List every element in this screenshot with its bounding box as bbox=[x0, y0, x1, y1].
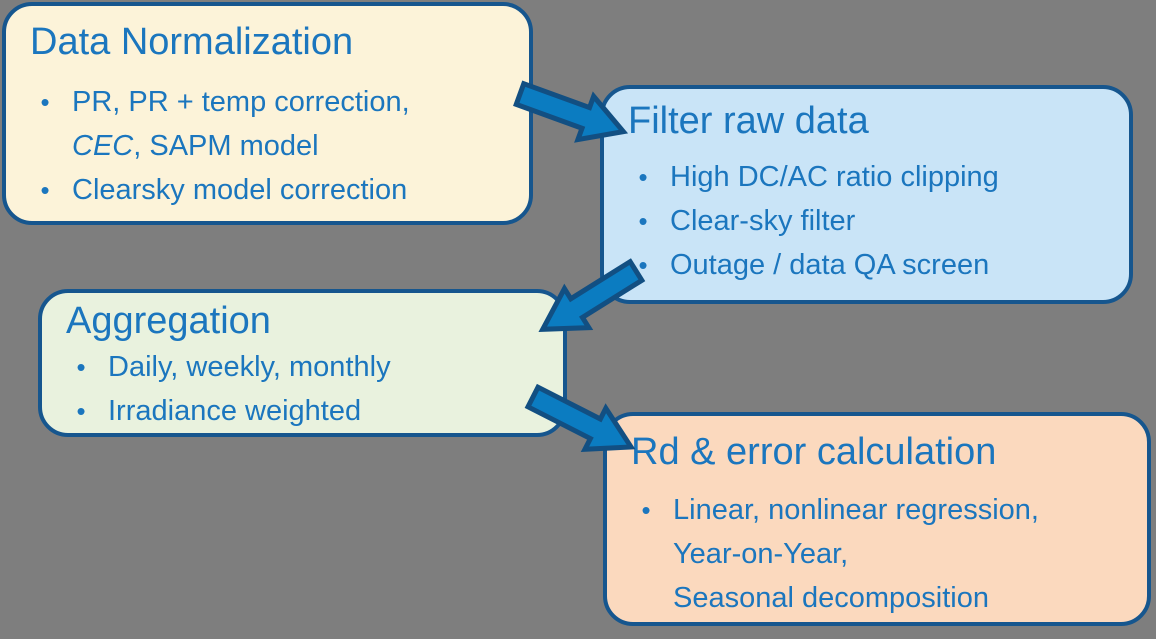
bullet-dot: • bbox=[40, 175, 50, 205]
bullet-line: Outage / data QA screen bbox=[670, 249, 990, 281]
box-data-normalization: Data Normalization • PR, PR + temp corre… bbox=[2, 2, 533, 225]
bullet-list: • Daily, weekly, monthly • Irradiance we… bbox=[42, 345, 563, 433]
bullet-dot: • bbox=[638, 206, 648, 236]
bullet-text: High DC/AC ratio clipping bbox=[670, 155, 999, 199]
bullet-line: Clearsky model correction bbox=[72, 174, 408, 206]
box-title: Aggregation bbox=[66, 300, 271, 342]
bullet-item: • Outage / data QA screen bbox=[604, 243, 1129, 287]
box-title: Filter raw data bbox=[628, 100, 869, 142]
bullet-dot: • bbox=[638, 250, 648, 280]
bullet-line: Irradiance weighted bbox=[108, 395, 362, 427]
bullet-list: • High DC/AC ratio clipping • Clear-sky … bbox=[604, 155, 1129, 287]
bullet-list: • Linear, nonlinear regression, Year-on-Y… bbox=[607, 488, 1147, 620]
box-rd-error-calculation: Rd & error calculation • Linear, nonline… bbox=[603, 412, 1151, 626]
bullet-text: Clearsky model correction bbox=[72, 168, 407, 212]
bullet-text: Linear, nonlinear regression, Year-on-Yea… bbox=[673, 488, 1039, 620]
bullet-line: PR, PR + temp correction, bbox=[72, 86, 410, 118]
bullet-text: Irradiance weighted bbox=[108, 389, 361, 433]
bullet-item: • Daily, weekly, monthly bbox=[42, 345, 563, 389]
bullet-line: Linear, nonlinear regression, bbox=[673, 494, 1039, 526]
bullet-item: • Clearsky model correction bbox=[6, 168, 529, 212]
bullet-line: , SAPM model bbox=[133, 130, 319, 162]
bullet-item: • Clear-sky filter bbox=[604, 199, 1129, 243]
bullet-text: Outage / data QA screen bbox=[670, 243, 989, 287]
box-aggregation: Aggregation • Daily, weekly, monthly • I… bbox=[38, 289, 567, 437]
bullet-dot: • bbox=[641, 495, 651, 525]
box-title: Rd & error calculation bbox=[631, 431, 997, 473]
box-filter-raw-data: Filter raw data • High DC/AC ratio clipp… bbox=[600, 85, 1133, 304]
bullet-line: Year-on-Year, bbox=[673, 538, 849, 570]
bullet-text: Daily, weekly, monthly bbox=[108, 345, 391, 389]
bullet-line: Daily, weekly, monthly bbox=[108, 351, 391, 383]
bullet-line: High DC/AC ratio clipping bbox=[670, 161, 999, 193]
bullet-text: PR, PR + temp correction, CEC, SAPM model bbox=[72, 80, 410, 168]
bullet-text: Clear-sky filter bbox=[670, 199, 855, 243]
bullet-item: • Linear, nonlinear regression, Year-on-Y… bbox=[607, 488, 1147, 620]
bullet-line-italic: CEC bbox=[72, 130, 134, 162]
bullet-item: • High DC/AC ratio clipping bbox=[604, 155, 1129, 199]
bullet-list: • PR, PR + temp correction, CEC, SAPM mod… bbox=[6, 80, 529, 212]
bullet-item: • Irradiance weighted bbox=[42, 389, 563, 433]
bullet-dot: • bbox=[40, 87, 50, 117]
box-title: Data Normalization bbox=[30, 21, 354, 63]
bullet-line: Clear-sky filter bbox=[670, 205, 856, 237]
bullet-item: • PR, PR + temp correction, CEC, SAPM mod… bbox=[6, 80, 529, 168]
bullet-line: Seasonal decomposition bbox=[673, 582, 989, 614]
bullet-dot: • bbox=[76, 396, 86, 426]
bullet-dot: • bbox=[638, 162, 648, 192]
bullet-dot: • bbox=[76, 352, 86, 382]
